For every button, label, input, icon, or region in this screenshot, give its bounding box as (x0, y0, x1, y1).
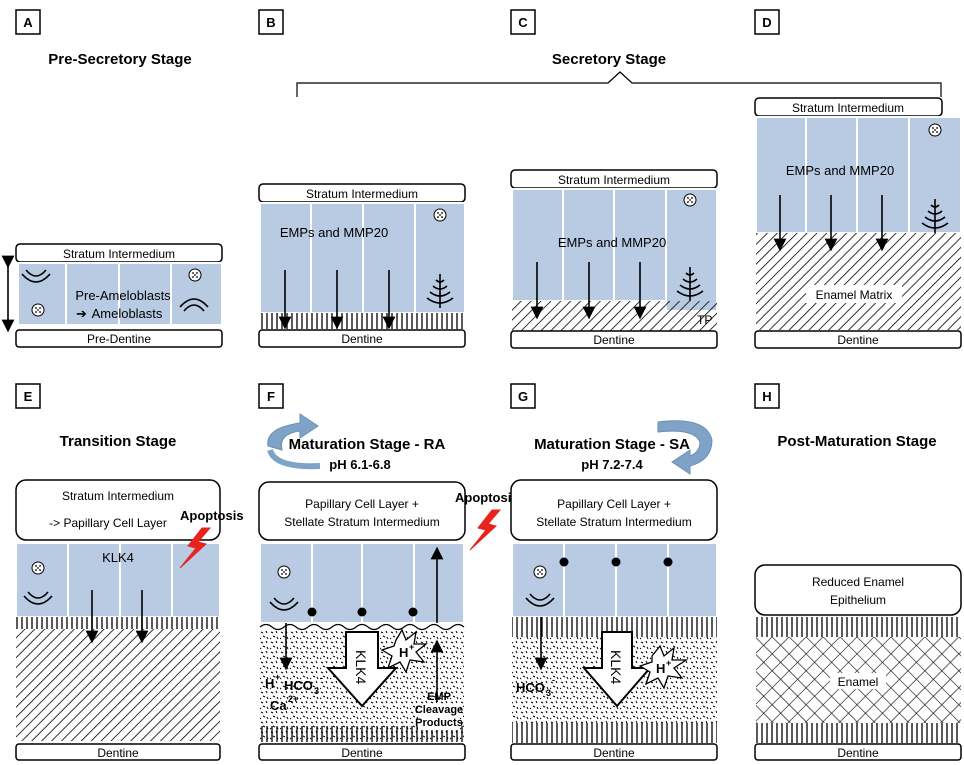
secretory-title: Secretory Stage (552, 51, 666, 68)
hco3-sub: 3 (314, 686, 319, 696)
h-ion: H (656, 661, 665, 676)
stage-title: Post-Maturation Stage (777, 433, 936, 450)
top-line-2: Stellate Stratum Intermedium (284, 515, 439, 529)
cell-text-2: Ameloblasts (92, 306, 163, 321)
hco3-minus: - (320, 673, 323, 683)
h-plus: + (666, 658, 671, 668)
dentine-label: Dentine (593, 746, 635, 760)
top-line-1: Papillary Cell Layer + (305, 497, 419, 511)
panel-letter: A (23, 15, 33, 30)
panel-letter: F (267, 389, 275, 404)
emp-line-3: Products (415, 717, 463, 729)
cell-text: EMPs and MMP20 (786, 163, 894, 178)
emp-line-2: Cleavage (415, 704, 463, 716)
stratum-intermedium-label: Stratum Intermedium (558, 173, 670, 187)
top-line-1: Papillary Cell Layer + (557, 497, 671, 511)
secretory-bracket: Secretory Stage (296, 51, 942, 97)
h-ion: H (265, 676, 274, 691)
dentine-label: Dentine (341, 332, 383, 346)
ph-range: pH 7.2-7.4 (581, 457, 643, 472)
ca-charge: 2+ (288, 694, 298, 704)
panel-letter: E (24, 389, 33, 404)
svg-text:➔: ➔ (76, 306, 87, 321)
top-line-1: Reduced Enamel (812, 575, 904, 589)
cell-text: EMPs and MMP20 (558, 235, 666, 250)
enamel-label: Enamel (838, 675, 879, 689)
panel-letter: C (518, 15, 528, 30)
panel-g: G Maturation Stage - SA pH 7.2-7.4 Apopt… (455, 383, 718, 761)
top-line-2: -> Papillary Cell Layer (49, 516, 167, 530)
panel-e: E Transition Stage Stratum Intermedium -… (15, 383, 244, 761)
enamel-matrix-label: Enamel Matrix (816, 288, 893, 302)
dentine-label: Dentine (837, 333, 879, 347)
cell-text: Pre-Ameloblasts (75, 288, 171, 303)
apoptosis-label: Apoptosis (180, 508, 244, 523)
hco3-sub: 3 (546, 688, 551, 698)
panel-letter: H (762, 389, 771, 404)
panel-b: B Stratum Intermedium EMPs and MMP20 Den… (258, 9, 466, 348)
top-line-1: Stratum Intermedium (62, 489, 174, 503)
dentine-label: Dentine (341, 746, 383, 760)
stratum-intermedium-label: Stratum Intermedium (792, 101, 904, 115)
emp-line-1: EMP (427, 691, 451, 703)
panel-h: H Post-Maturation Stage Reduced Enamel E… (754, 383, 962, 761)
panel-c: C Stratum Intermedium EMPs and MMP20 TP … (510, 9, 718, 349)
ph-range: pH 6.1-6.8 (329, 457, 390, 472)
cell-text: EMPs and MMP20 (280, 225, 388, 240)
hco3-ion: HCO (516, 680, 545, 695)
panel-letter: B (266, 15, 275, 30)
hco3-ion: HCO (284, 678, 313, 693)
dentine-label: Dentine (837, 746, 879, 760)
predentine-label: Pre-Dentine (87, 332, 151, 346)
h-plus: + (409, 642, 414, 652)
dentine-label: Dentine (593, 333, 635, 347)
klk4-label: KLK4 (353, 650, 369, 684)
panel-a: A Pre-Secretory Stage Stratum Intermediu… (1, 9, 223, 348)
tp-label: TP (697, 313, 712, 327)
panel-f: F Maturation Stage - RA pH 6.1-6.8 Papil… (258, 383, 466, 761)
panel-d: D Stratum Intermedium EMPs and MMP20 Ena… (754, 9, 962, 349)
top-line-2: Epithelium (830, 593, 886, 607)
top-line-2: Stellate Stratum Intermedium (536, 515, 691, 529)
apoptosis-label: Apoptosis (455, 490, 519, 505)
panel-letter: D (762, 15, 771, 30)
panel-letter: G (518, 389, 528, 404)
ca-ion: Ca (270, 698, 287, 713)
klk4-label: KLK4 (608, 650, 624, 684)
stratum-intermedium-label: Stratum Intermedium (63, 247, 175, 261)
cell-text: KLK4 (102, 550, 134, 565)
stage-title: Maturation Stage - RA (289, 436, 446, 453)
h-ion: H (399, 645, 408, 660)
stratum-intermedium-label: Stratum Intermedium (306, 187, 418, 201)
h-plus: + (275, 672, 280, 682)
stage-title: Pre-Secretory Stage (48, 51, 191, 68)
hco3-minus: - (552, 675, 555, 685)
stage-title: Maturation Stage - SA (534, 436, 690, 453)
stage-title: Transition Stage (60, 433, 177, 450)
dentine-label: Dentine (97, 746, 139, 760)
